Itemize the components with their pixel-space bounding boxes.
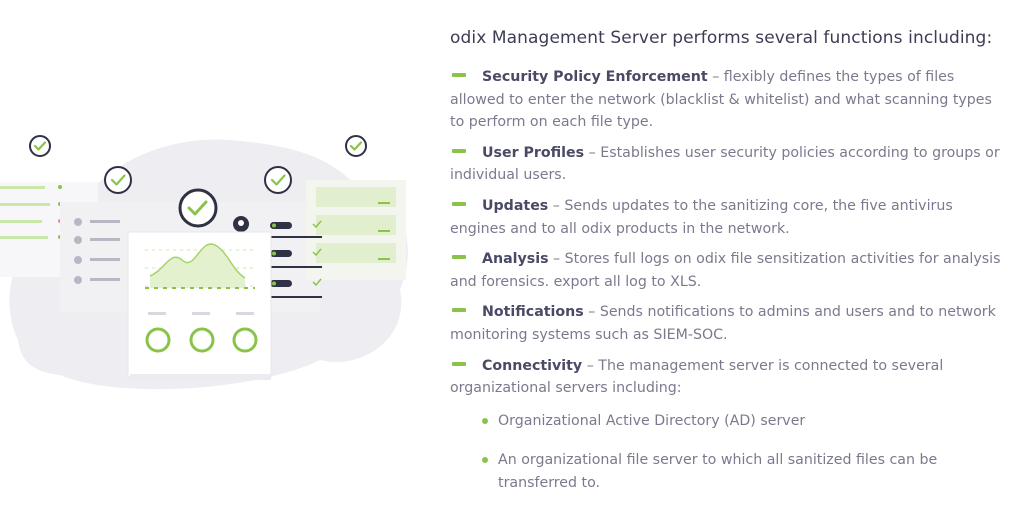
function-term: Analysis xyxy=(482,251,549,268)
function-term: User Profiles xyxy=(482,144,585,161)
function-item: Security Policy Enforcement – flexibly d… xyxy=(450,66,1010,134)
server-item: An organizational file server to which a… xyxy=(482,449,1010,494)
function-term: Security Policy Enforcement xyxy=(482,69,708,85)
donut-gauge-icon xyxy=(145,327,258,353)
user-avatar-icon xyxy=(233,216,249,232)
dash-bullet-icon xyxy=(452,361,466,366)
dash-bullet-icon xyxy=(452,201,466,206)
dash-bullet-icon xyxy=(452,308,466,313)
function-item: User Profiles – Establishes user securit… xyxy=(450,142,1010,187)
function-term: Notifications xyxy=(482,304,584,321)
function-description: – flexibly defines the types of files al… xyxy=(450,69,992,131)
section-heading: odix Management Server performs several … xyxy=(450,28,993,48)
server-label: Organizational Active Directory (AD) ser… xyxy=(498,412,806,429)
function-term: Updates xyxy=(482,197,549,214)
functions-panel: odix Management Server performs several … xyxy=(450,28,1010,512)
function-description: – Sends updates to the sanitizing core, … xyxy=(450,197,953,237)
function-term: Connectivity xyxy=(482,357,583,374)
server-item: Organizational Active Directory (AD) ser… xyxy=(482,410,1010,433)
toggle-switch-icon xyxy=(270,220,322,298)
function-item: Updates – Sends updates to the sanitizin… xyxy=(450,195,1010,240)
dashboard-illustration xyxy=(0,110,420,410)
server-label: An organizational file server to which a… xyxy=(498,452,938,491)
dash-bullet-icon xyxy=(452,73,466,77)
function-item: Connectivity – The management server is … xyxy=(450,355,1010,400)
function-item: Notifications – Sends notifications to a… xyxy=(450,301,1010,346)
dash-bullet-icon xyxy=(452,255,466,260)
dot-bullet-icon xyxy=(482,457,488,464)
dashboard-chart-icon xyxy=(127,231,272,380)
right-status-card xyxy=(306,180,406,280)
function-description: – The management server is connected to … xyxy=(450,357,944,397)
check-circle-icon xyxy=(29,135,367,228)
dash-bullet-icon xyxy=(452,148,466,153)
function-item: Analysis – Stores full logs on odix file… xyxy=(450,248,1010,293)
function-description: – Establishes user security policies acc… xyxy=(450,144,1000,184)
function-description: – Sends notifications to admins and user… xyxy=(450,304,996,343)
dot-bullet-icon xyxy=(482,417,488,424)
servers-list: Organizational Active Directory (AD) ser… xyxy=(482,410,1010,495)
function-description: – Stores full logs on odix file sensitiz… xyxy=(450,251,1001,290)
functions-list: Security Policy Enforcement – flexibly d… xyxy=(450,66,1010,400)
